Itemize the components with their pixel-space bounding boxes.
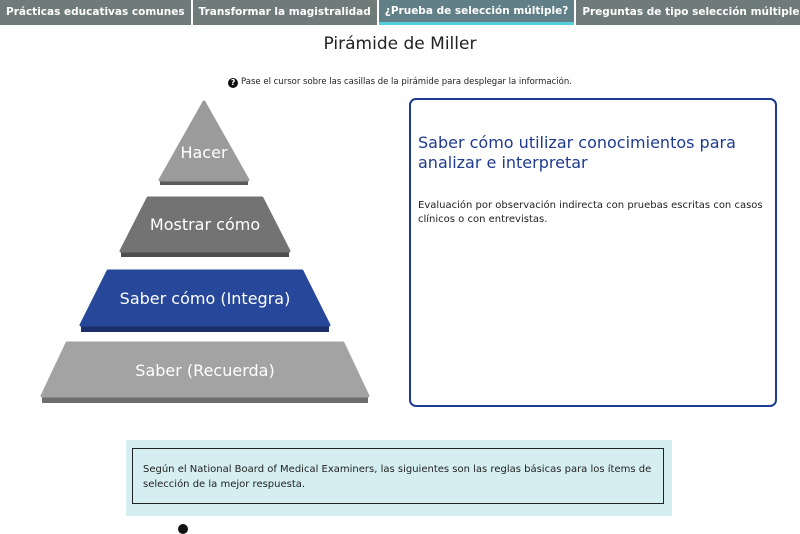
- hint-text: Pase el cursor sobre las casillas de la …: [241, 77, 572, 87]
- question-circle-icon: ?: [228, 78, 239, 88]
- pyramid-level-label: Saber cómo (Integra): [119, 289, 291, 308]
- info-body: Evaluación por observación indirecta con…: [418, 200, 763, 225]
- pyramid-level-saber-como[interactable]: Saber cómo (Integra): [78, 268, 332, 336]
- pyramid-level-shape: [79, 269, 331, 332]
- pyramid-level-shape: [158, 100, 250, 185]
- notice-box: Según el National Board of Medical Exami…: [126, 440, 672, 516]
- tab-preguntas-seleccion-multiple[interactable]: Preguntas de tipo selección múltiple: [576, 0, 800, 25]
- notice-text: Según el National Board of Medical Exami…: [132, 448, 664, 504]
- pyramid-level-shape: [119, 196, 291, 257]
- info-panel: Saber cómo utilizar conocimientos para a…: [409, 98, 777, 407]
- info-heading: Saber cómo utilizar conocimientos para a…: [418, 133, 736, 172]
- page-title: Pirámide de Miller: [323, 34, 477, 54]
- pyramid-level-saber[interactable]: Saber (Recuerda): [39, 340, 371, 406]
- info-circle-icon: [178, 524, 188, 534]
- pyramid-level-hacer[interactable]: Hacer: [157, 100, 251, 188]
- tab-practicas-educativas[interactable]: Prácticas educativas comunes: [0, 0, 191, 25]
- pyramid-level-label: Mostrar cómo: [149, 215, 261, 234]
- tab-bar: Prácticas educativas comunes Transformar…: [0, 0, 800, 25]
- tab-transformar-magistralidad[interactable]: Transformar la magistralidad: [192, 0, 377, 25]
- tab-prueba-seleccion-multiple[interactable]: ¿Prueba de selección múltiple?: [378, 0, 575, 25]
- pyramid-level-label: Saber (Recuerda): [135, 361, 275, 380]
- pyramid-level-label: Hacer: [180, 143, 228, 162]
- hint: ?Pase el cursor sobre las casillas de la…: [0, 77, 800, 88]
- pyramid-level-mostrar-como[interactable]: Mostrar cómo: [118, 195, 292, 261]
- pyramid-level-shape: [40, 341, 370, 403]
